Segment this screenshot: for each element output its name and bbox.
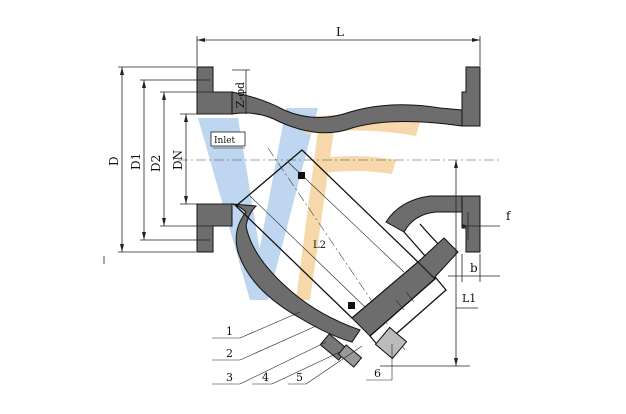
svg-text:DN: DN [171, 150, 185, 170]
screen-marker-upper [298, 172, 305, 179]
svg-text:Z-φd: Z-φd [234, 82, 247, 108]
part-number-3: 3 [226, 371, 233, 384]
dim-flange-thickness: b [448, 254, 500, 282]
svg-text:b: b [470, 261, 478, 275]
dim-face-height: f [462, 209, 512, 240]
part-number-2: 2 [226, 347, 233, 360]
svg-text:L: L [336, 25, 344, 39]
inlet-box [210, 131, 246, 147]
svg-text:D1: D1 [129, 153, 143, 170]
valve-body [231, 91, 463, 343]
dim-length: L [196, 25, 481, 66]
dim-bolt-holes: Z-φd [232, 69, 250, 114]
part-number-4: 4 [262, 371, 269, 384]
cover-assembly [319, 237, 459, 368]
inlet-label: Inlet [214, 136, 236, 146]
dim-flange-diameter: D [107, 66, 196, 253]
dim-height: L1 [380, 160, 478, 367]
part-number-6: 6 [374, 367, 381, 380]
dim-raised-face: D2 [149, 91, 232, 227]
part-number-1: 1 [226, 325, 233, 338]
cover-bolt [374, 326, 408, 360]
screen-marker-lower [348, 302, 355, 309]
svg-text:L1: L1 [462, 292, 476, 305]
svg-text:D: D [107, 156, 121, 166]
outlet-flange [461, 66, 481, 253]
svg-text:D2: D2 [149, 155, 163, 172]
part-leaders [212, 311, 393, 385]
part-number-5: 5 [296, 371, 303, 384]
dim-nominal: DN [171, 113, 232, 205]
dim-bolt-circle: D1 [129, 79, 210, 241]
svg-text:f: f [506, 209, 512, 223]
dim-screen-length: L2 [313, 240, 326, 251]
